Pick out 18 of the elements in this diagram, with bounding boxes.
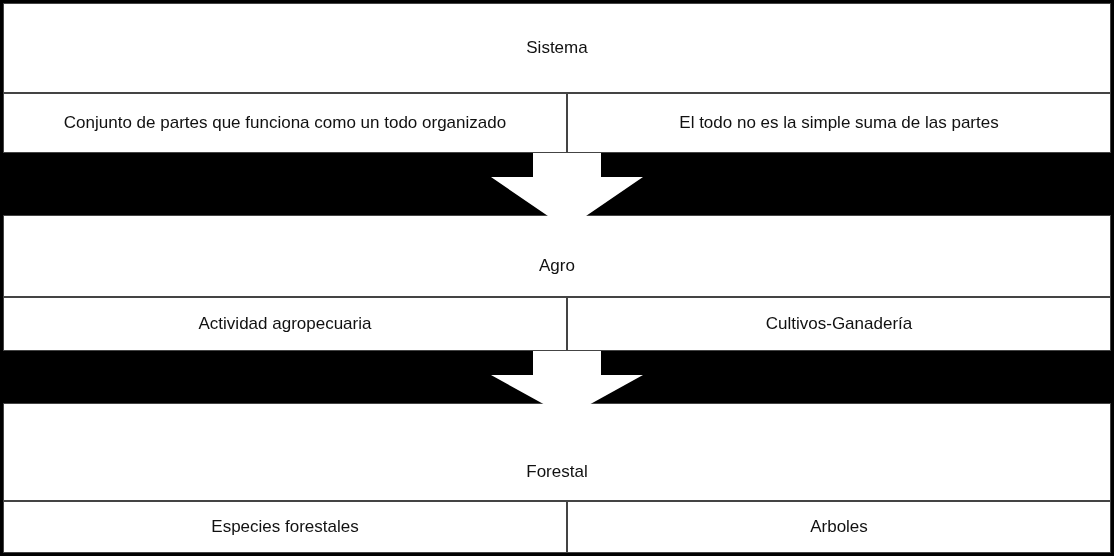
table-cell: [567, 93, 1111, 153]
cell-text: Especies forestales: [211, 517, 359, 537]
heading-text: Agro: [539, 256, 575, 276]
table-cell: [3, 501, 567, 553]
table-cell: [3, 3, 1111, 93]
cell-text: Actividad agropecuaria: [198, 314, 372, 334]
table-cell: [3, 297, 567, 351]
table-cell: [567, 501, 1111, 553]
heading-text: Forestal: [526, 462, 588, 482]
cell-text: Arboles: [810, 517, 868, 537]
table-cell: [3, 403, 1111, 501]
cell-text: Conjunto de partes que funciona como un todo organizado: [63, 113, 507, 133]
cell-text: El todo no es la simple suma de las partes: [679, 113, 999, 133]
table-cell: [3, 215, 1111, 297]
table-cell: [567, 297, 1111, 351]
heading-text: Sistema: [526, 38, 588, 58]
table-cell: [3, 93, 567, 153]
cell-text: Cultivos-Ganadería: [765, 314, 913, 334]
